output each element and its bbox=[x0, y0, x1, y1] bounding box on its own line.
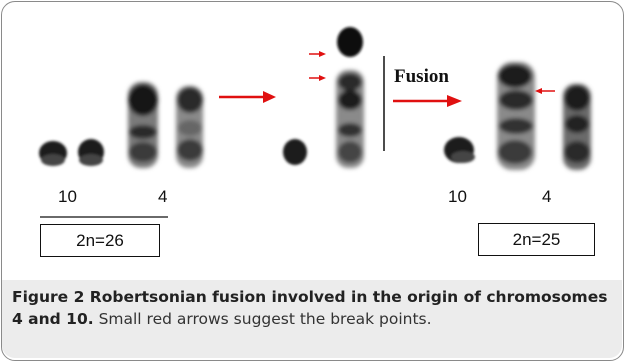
chromosome-label-4-left: 4 bbox=[158, 187, 168, 206]
chromosome-10-left-b bbox=[78, 139, 104, 166]
ploidy-box-right: 2n=25 bbox=[478, 223, 595, 256]
chromosome-fragment-top bbox=[337, 27, 363, 57]
caption-title: Figure 2 Robertsonian fusion involved in… bbox=[12, 288, 608, 328]
caption-text: Small red arrows suggest the break point… bbox=[98, 309, 432, 328]
ploidy-box-left: 2n=26 bbox=[40, 224, 160, 257]
chromosome-4-right bbox=[563, 84, 591, 170]
figure-caption: Figure 2 Robertsonian fusion involved in… bbox=[12, 287, 612, 330]
chromosome-4-left-a bbox=[128, 82, 158, 168]
chromosome-label-10-right: 10 bbox=[448, 187, 467, 206]
break-point-arrow-1 bbox=[309, 51, 326, 57]
chromosome-label-4-right: 4 bbox=[542, 187, 552, 206]
break-point-arrow-3 bbox=[535, 88, 555, 94]
fusion-label: Fusion bbox=[394, 66, 449, 87]
chromosome-10-middle bbox=[283, 139, 307, 165]
figure-image: 10 4 10 4 Fusion 2n=26 2n=25 bbox=[39, 27, 595, 257]
big-arrow-2 bbox=[393, 95, 462, 107]
chromosome-4-left-b bbox=[176, 86, 203, 168]
caption-area: Figure 2 Robertsonian fusion involved in… bbox=[2, 280, 622, 358]
chromosome-10-left-a bbox=[39, 141, 67, 166]
fused-chromosome-4 bbox=[497, 62, 535, 170]
chromosome-10-right bbox=[444, 137, 475, 163]
break-point-arrow-2 bbox=[309, 75, 326, 81]
big-arrow-1 bbox=[219, 91, 276, 103]
karyotype-illustration bbox=[39, 27, 591, 218]
chromosome-4-middle bbox=[336, 70, 364, 168]
chromosome-label-10-left: 10 bbox=[58, 187, 77, 206]
